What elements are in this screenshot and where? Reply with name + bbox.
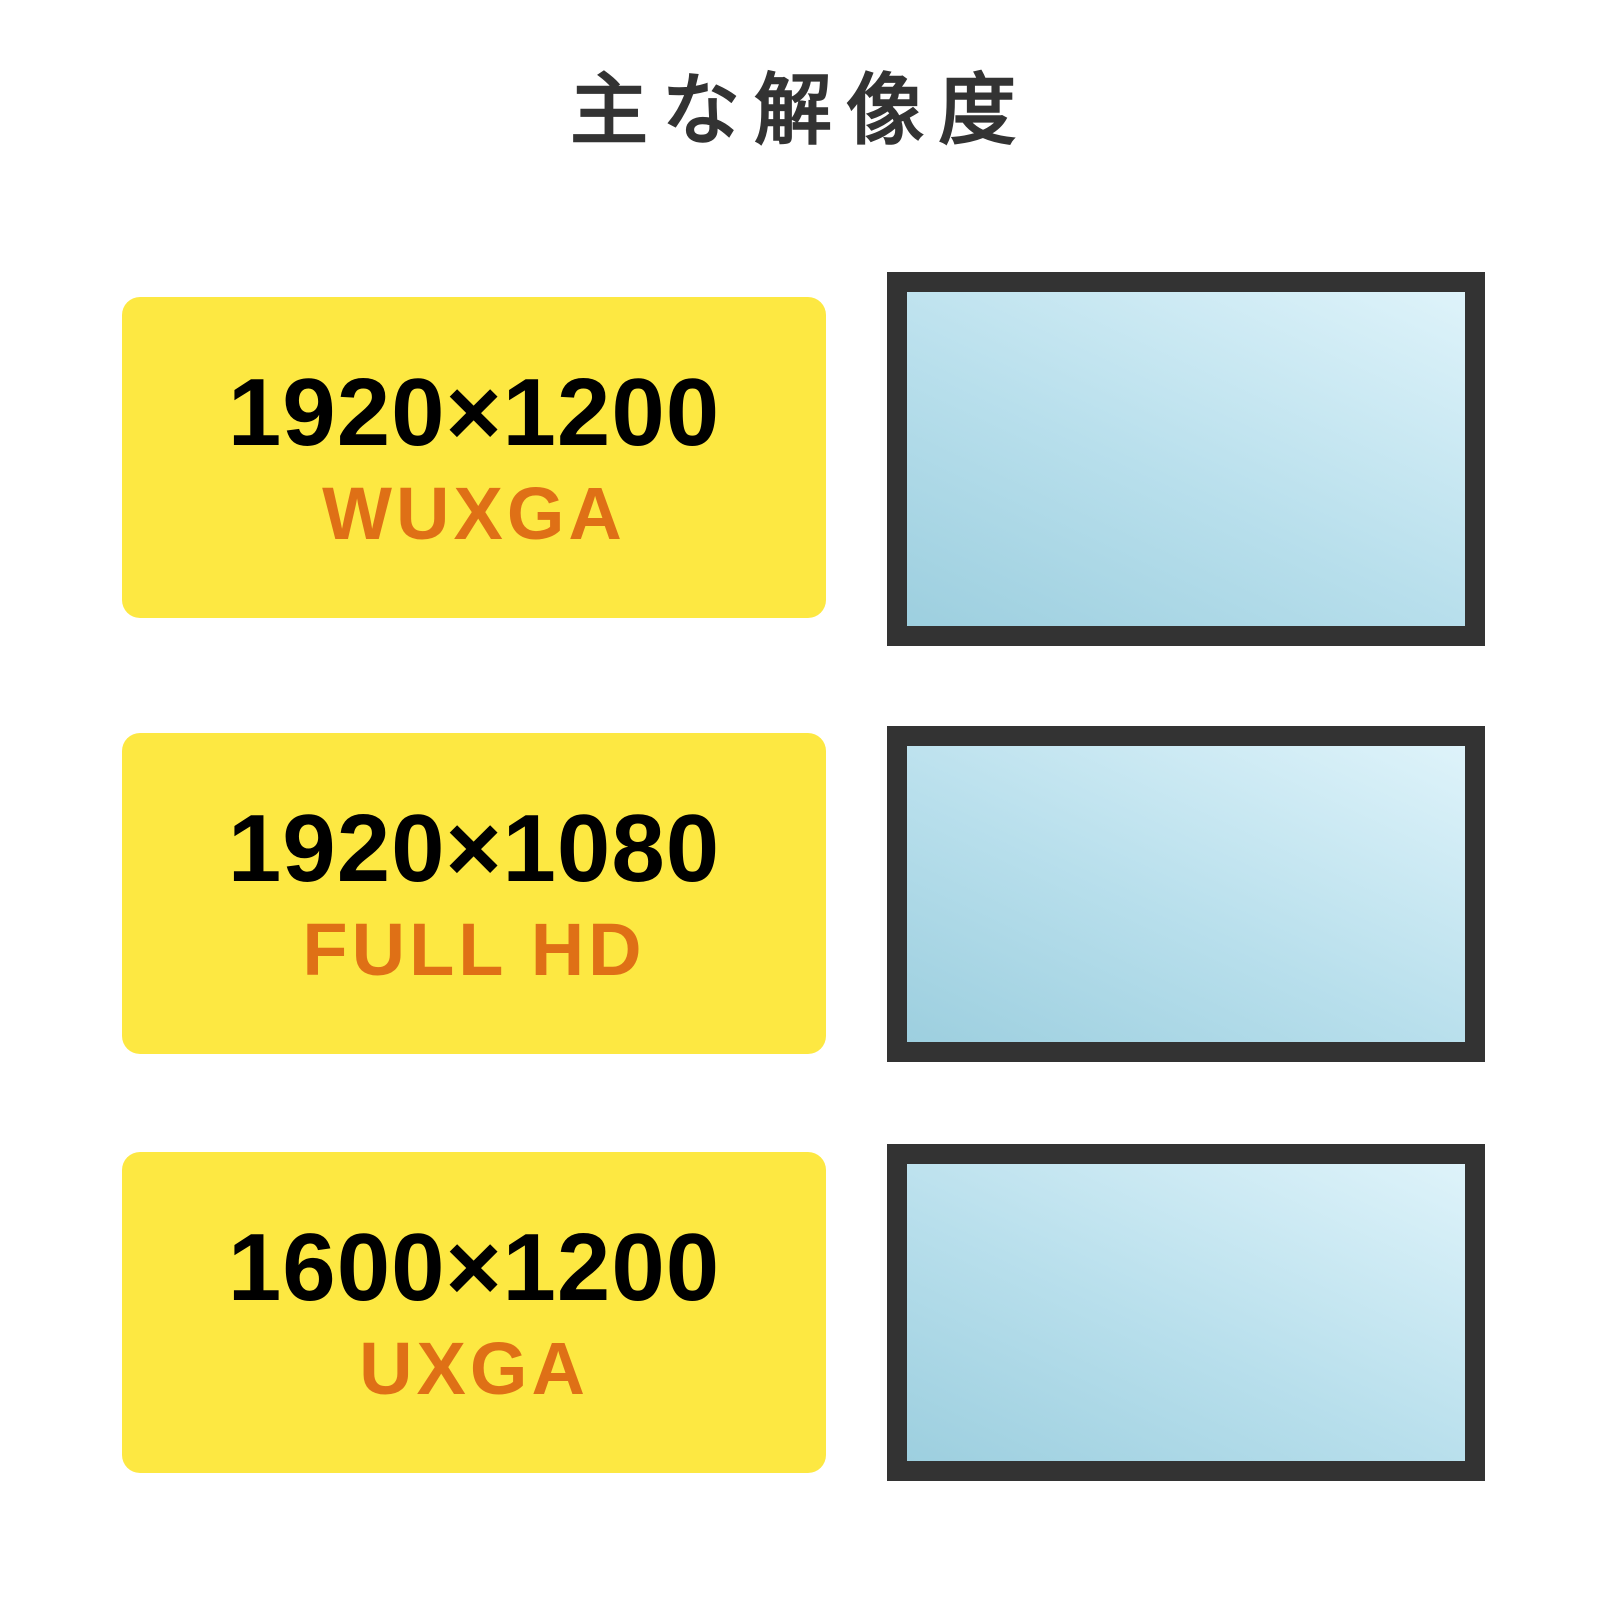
resolution-name: FULL HD [302,907,646,991]
screen-illustration-full-hd [887,726,1485,1062]
resolution-name: WUXGA [322,471,626,555]
resolution-value: 1600×1200 [227,1213,721,1321]
screen-illustration-wuxga [887,272,1485,646]
screen-illustration-uxga [887,1144,1485,1481]
page-title: 主な解像度 [569,66,1030,156]
resolution-value: 1920×1200 [227,358,721,466]
resolution-card-full-hd: 1920×1080 FULL HD [122,733,826,1054]
resolution-name: UXGA [359,1326,589,1410]
resolution-value: 1920×1080 [227,794,721,902]
resolution-card-wuxga: 1920×1200 WUXGA [122,297,826,618]
resolution-card-uxga: 1600×1200 UXGA [122,1152,826,1473]
